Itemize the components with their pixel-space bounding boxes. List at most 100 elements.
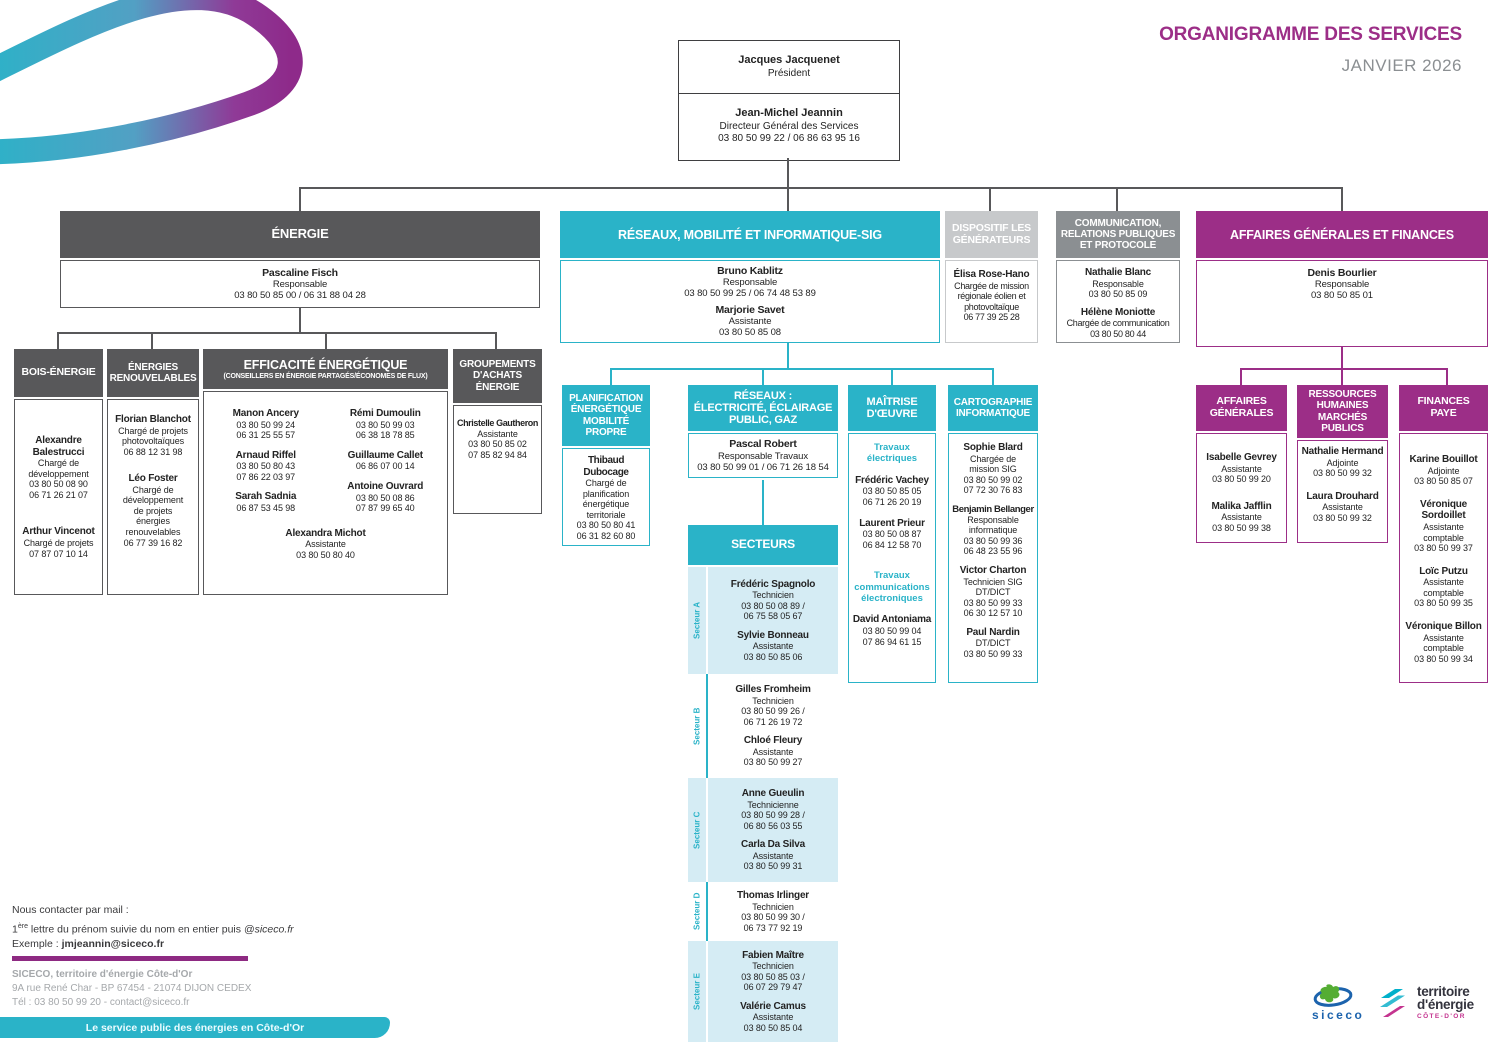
group-label: Travaux communications électroniques [854,570,930,604]
person-details: Directeur Général des Services 03 80 50 … [718,120,860,145]
person-details: Technicien 03 80 50 85 03 / 06 07 29 79 … [741,961,805,993]
connector [992,368,994,385]
person: Manon Ancery 03 80 50 99 24 06 31 25 55 … [206,408,326,441]
person-details: Assistante comptable 03 80 50 99 35 [1414,577,1473,609]
secteur-row-content: Gilles Fromheim Technicien 03 80 50 99 2… [706,674,838,778]
connector [1240,368,1448,370]
connector [891,368,893,385]
person: Benjamin Bellanger Responsable informati… [952,504,1034,557]
org-name: SICECO, territoire d'énergie Côte-d'Or [12,969,193,980]
section-energie: ÉNERGIE Pascaline Fisch Responsable 03 8… [60,211,540,308]
box-cartographie-header: CARTOGRAPHIE INFORMATIQUE [948,385,1038,431]
purple-divider-bar [12,956,248,961]
person-name: Isabelle Gevrey [1206,452,1277,463]
connector [325,332,327,349]
contact-rule: 1ère lettre du prénom suivie du nom en e… [12,922,294,937]
box-reseaux-electricite-header: RÉSEAUX : ÉLECTRICITÉ, ÉCLAIRAGE PUBLIC,… [688,385,838,431]
person-details: Chargé de planification énergétique terr… [576,478,636,541]
person-name: Frédéric Vachey [855,474,929,486]
person-name: Élisa Rose-Hano [953,269,1030,280]
person: Loïc Putzu Assistante comptable 03 80 50… [1414,566,1473,609]
contact-example-email[interactable]: jmjeannin@siceco.fr [61,937,165,950]
page-subtitle: JANVIER 2026 [1341,56,1462,75]
person-name: Pascal Robert [729,438,797,451]
secteur-row-content: Frédéric Spagnolo Technicien 03 80 50 08… [706,567,838,674]
person: Isabelle Gevrey Assistante 03 80 50 99 2… [1206,452,1277,485]
person: Bruno Kablitz Responsable 03 80 50 99 25… [684,265,816,300]
section-affaires-header: AFFAIRES GÉNÉRALES ET FINANCES [1196,211,1488,258]
person-details: Assistante 03 80 50 85 04 [743,1012,803,1033]
contact-info-block: Nous contacter par mail : 1ère lettre du… [12,903,294,951]
box-efficacite-energetique-header: EFFICACITÉ ÉNERGÉTIQUE (CONSEILLERS EN É… [203,349,448,389]
efficacite-col-1: Manon Ancery 03 80 50 99 24 06 31 25 55 … [206,408,326,514]
person: Léo Foster Chargé de développement de pr… [123,473,183,548]
box-ressources-humaines-body: Nathalie Hermand Adjointe 03 80 50 99 32… [1297,440,1388,543]
box-dispositif-generateurs: DISPOSITIF LES GÉNÉRATEURS Élisa Rose-Ha… [945,211,1038,343]
contact-rule-text: lettre du prénom suivie du nom en entier… [27,923,244,936]
person-details: Chargé de projets photovoltaïques 06 88 … [118,425,188,457]
person-details: Adjointe 03 80 50 85 07 [1414,465,1473,487]
person-details: DT/DICT 03 80 50 99 33 [963,638,1023,659]
logos-block: siceco territoire d'énergie CÔTE-D'OR [1305,983,1474,1023]
person: Hélène Moniotte Chargée de communication… [1067,307,1170,340]
person-details: 03 80 50 99 24 06 31 25 55 57 [236,419,296,441]
box-affaires-generales-body: Isabelle Gevrey Assistante 03 80 50 99 2… [1196,433,1287,543]
person-name: Marjorie Savet [715,304,785,316]
person: David Antoniama 03 80 50 99 04 07 86 94 … [853,614,932,647]
person-name: Gilles Fromheim [735,684,811,696]
person-name: Valérie Camus [740,1000,806,1012]
box-reseaux-electricite-body: Pascal Robert Responsable Travaux 03 80 … [688,433,838,478]
person: Frédéric Spagnolo Technicien 03 80 50 08… [730,578,816,622]
person-name: Alexandre Balestrucci [32,434,85,458]
box-ressources-humaines-header: RESSOURCES HUMAINES MARCHÉS PUBLICS [1297,385,1388,438]
box-maitrise-oeuvre-header: MAÎTRISE D'ŒUVRE [848,385,936,431]
connector [610,368,994,370]
connector [610,368,612,385]
person-name: Victor Charton [959,564,1027,576]
president-cell: Jacques Jacquenet Président [678,40,900,94]
secteur-row-c: Secteur C Anne Gueulin Technicienne 03 8… [688,778,838,882]
page-title: ORGANIGRAMME DES SERVICES [1159,24,1462,45]
person: Nathalie Blanc Responsable 03 80 50 85 0… [1085,267,1151,300]
connector [762,480,764,525]
person-name: Malika Jafflin [1211,500,1272,512]
person-details: Technicien 03 80 50 08 89 / 06 75 58 05 … [741,590,805,622]
person-details: 03 80 50 99 04 07 86 94 61 15 [862,626,922,647]
box-communication: COMMUNICATION, RELATIONS PUBLIQUES ET PR… [1056,211,1180,343]
person-name: Laura Drouhard [1306,490,1379,502]
person: Rémi Dumoulin 03 80 50 99 03 06 38 18 78… [326,408,446,441]
box-communication-header: COMMUNICATION, RELATIONS PUBLIQUES ET PR… [1056,211,1180,258]
person-details: 03 80 50 85 05 06 71 26 20 19 [862,486,922,507]
person-details: Responsable 03 80 50 99 25 / 06 74 48 53… [684,276,816,299]
person-details: Chargé de projets 07 87 07 10 14 [23,538,94,559]
box-planification-body: Thibaud Dubocage Chargé de planification… [562,448,650,546]
contact-rule-sup: ère [17,923,28,931]
person: Christelle Gautheron Assistante 03 80 50… [457,418,538,460]
person: Frédéric Vachey 03 80 50 85 05 06 71 26 … [855,475,929,508]
territoire-word-2: d'énergie [1417,996,1474,1012]
connector [57,332,497,334]
box-subtitle: (CONSEILLERS EN ÉNERGIE PARTAGÉS/ÉCONOME… [223,372,428,380]
person-details: Assistante 03 80 50 99 31 [743,850,803,872]
person-name: Florian Blanchot [115,414,191,425]
person: Laurent Prieur 03 80 50 08 87 06 84 12 5… [859,518,925,551]
person-role: Président [767,67,811,79]
person-details: Chargé de développement 03 80 50 08 90 0… [28,458,89,500]
person: Anne Gueulin Technicienne 03 80 50 99 28… [741,788,805,831]
person-name: Antoine Ouvrard [347,480,424,492]
person-name: Denis Bourlier [1307,267,1377,279]
person: Denis Bourlier Responsable 03 80 50 85 0… [1308,267,1377,302]
person: Pascaline Fisch Responsable 03 80 50 85 … [234,267,366,302]
box-energies-renouvelables-body: Florian Blanchot Chargé de projets photo… [107,399,199,595]
person-details: Assistante comptable 03 80 50 99 34 [1414,632,1473,664]
box-cartographie-body: Sophie Blard Chargée de mission SIG 03 8… [948,433,1038,683]
person-details: Chargée de mission régionale éolien et p… [954,280,1029,323]
box-finances-paye: FINANCES PAYE Karine Bouillot Adjointe 0… [1399,385,1488,683]
box-energies-renouvelables: ÉNERGIES RENOUVELABLES Florian Blanchot … [107,349,199,595]
person-name: Frédéric Spagnolo [730,578,816,590]
box-maitrise-oeuvre-body: Travaux électriques Frédéric Vachey 03 8… [848,433,936,683]
box-dispositif-generateurs-header: DISPOSITIF LES GÉNÉRATEURS [945,211,1038,258]
connector [57,332,59,349]
box-dispositif-generateurs-body: Élisa Rose-Hano Chargée de mission régio… [945,260,1038,343]
person: Thomas Irlinger Technicien 03 80 50 99 3… [737,890,809,933]
